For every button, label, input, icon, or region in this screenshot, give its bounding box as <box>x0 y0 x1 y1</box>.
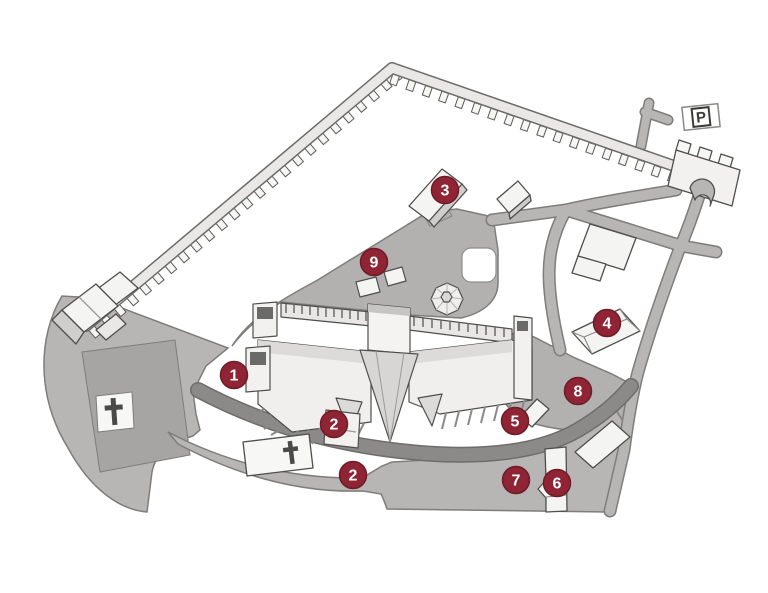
marker-circle[interactable] <box>563 376 593 406</box>
spire-facets <box>375 350 405 443</box>
crossing-tower-cap <box>368 304 410 316</box>
tower-window <box>517 321 528 331</box>
marker-number: 3 <box>441 183 450 200</box>
marker-circle[interactable] <box>542 468 572 498</box>
road-stub <box>677 241 721 257</box>
gate-road <box>605 191 704 516</box>
marker-number: 8 <box>574 384 583 401</box>
south-chapel-roof-right <box>417 393 443 427</box>
east-tower <box>513 315 533 401</box>
main-road-dark <box>191 379 638 462</box>
church-building <box>242 433 314 477</box>
marker-circle[interactable] <box>338 460 368 490</box>
tower-window <box>257 307 273 319</box>
parking-sign: P <box>681 102 721 132</box>
outbuilding <box>383 266 407 287</box>
tower-window <box>250 352 266 365</box>
cemetery-area <box>81 339 191 473</box>
building-southeast <box>574 420 631 469</box>
octagon-facets <box>430 283 464 315</box>
marker-number: 4 <box>603 316 612 333</box>
parking-sign-inner <box>690 106 712 128</box>
parking-sign-label: P <box>695 109 707 127</box>
marker-number: 5 <box>511 414 520 431</box>
map-marker-1[interactable]: 1 <box>219 360 249 390</box>
block-road-east <box>561 205 687 251</box>
marker-circle[interactable] <box>319 409 349 439</box>
small-building <box>496 180 531 214</box>
outbuilding <box>355 276 381 298</box>
wall-east-band <box>387 63 685 173</box>
marker-number: 7 <box>512 473 521 490</box>
map-marker-6[interactable]: 6 <box>542 468 572 498</box>
map-marker-4[interactable]: 4 <box>592 308 622 338</box>
east-gate-base <box>667 149 741 207</box>
cross-icon <box>104 397 123 426</box>
colonnade-posts <box>285 304 367 321</box>
crossing-spire <box>359 349 419 443</box>
block-building-annex <box>571 255 607 282</box>
marker-number: 6 <box>553 476 562 493</box>
east-buttresses <box>441 400 525 430</box>
west-range-roof <box>258 340 371 364</box>
east-gate-arch <box>689 178 716 207</box>
marker-circle[interactable] <box>219 360 249 390</box>
wall-west-band <box>81 63 397 331</box>
marker-circle[interactable] <box>500 406 530 436</box>
east-range-roof <box>409 340 512 364</box>
colonnade-posts <box>413 317 505 337</box>
marker-number: 2 <box>349 468 358 485</box>
map-marker-2[interactable]: 2 <box>319 409 349 439</box>
markers-layer: 1 2 2 3 4 5 6 7 8 9 <box>219 175 622 498</box>
city-wall <box>80 62 686 332</box>
map-marker-5[interactable]: 5 <box>500 406 530 436</box>
block-building <box>577 223 637 271</box>
east-gate-tower <box>667 139 741 207</box>
marker-circle[interactable] <box>592 308 622 338</box>
map-marker-7[interactable]: 7 <box>501 465 531 495</box>
north-colonnade-east <box>408 315 513 344</box>
map-marker-2[interactable]: 2 <box>338 460 368 490</box>
marker-number: 2 <box>330 417 339 434</box>
marker-circle[interactable] <box>430 175 460 205</box>
map-marker-9[interactable]: 9 <box>359 247 389 277</box>
block-road-west <box>544 205 571 355</box>
map-marker-8[interactable]: 8 <box>563 376 593 406</box>
cross-icon <box>282 440 299 465</box>
marker-circle[interactable] <box>501 465 531 495</box>
west-gate-ridge <box>78 296 102 320</box>
parking-lane <box>637 99 672 150</box>
marker-number: 1 <box>230 368 239 385</box>
map-marker-3[interactable]: 3 <box>430 175 460 205</box>
road-layer <box>190 97 723 518</box>
west-gate-step <box>95 313 127 341</box>
octagon-lantern <box>440 291 453 303</box>
courtyard-cutout <box>461 247 497 283</box>
west-gate <box>51 271 139 345</box>
marker-circle[interactable] <box>359 247 389 277</box>
marker-number: 9 <box>370 255 379 272</box>
